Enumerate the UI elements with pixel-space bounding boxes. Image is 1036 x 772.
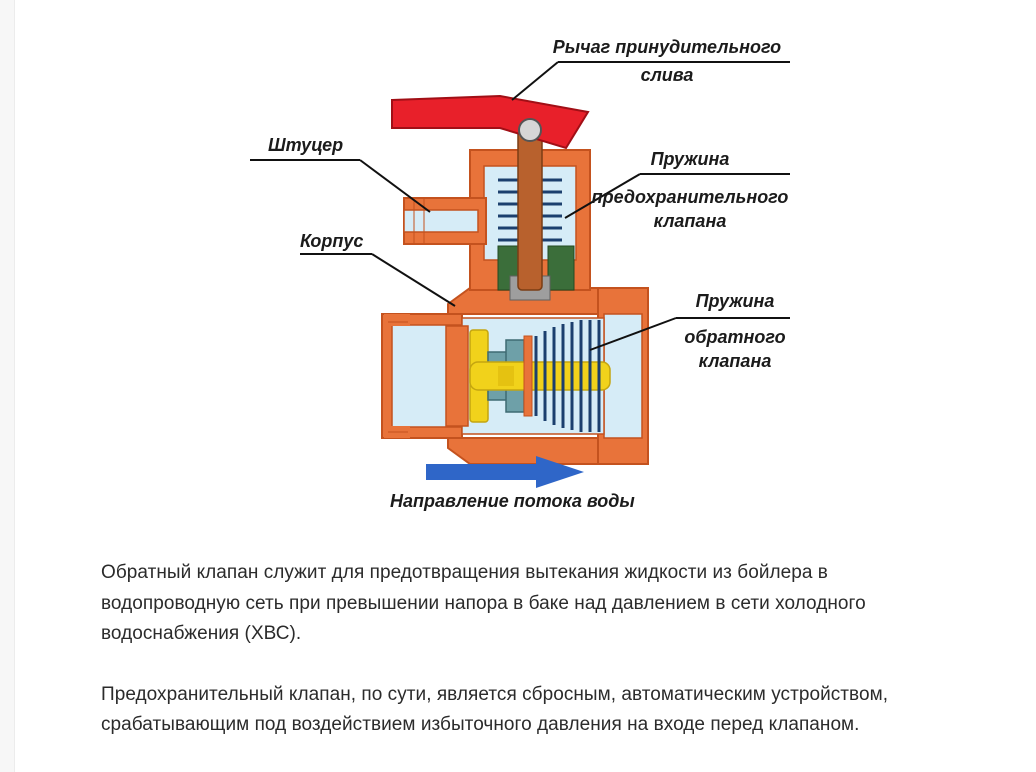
- valve-stem: [517, 127, 543, 291]
- lever-label: Рычаг принудительного слива: [542, 36, 792, 86]
- valve-diagram: Рычаг принудительного слива Штуцер Корпу…: [250, 36, 810, 511]
- check-valve-spring: [534, 320, 601, 432]
- leader-lines: [250, 61, 790, 351]
- check-spring-label-line1: Пружина: [695, 291, 775, 311]
- body-label: Корпус: [300, 231, 364, 251]
- check-spring-label-line2: обратного: [684, 327, 786, 347]
- lever-label-line2: слива: [640, 65, 694, 85]
- lever-label-line1: Рычаг принудительного: [552, 37, 782, 57]
- nipple-label: Штуцер: [268, 135, 344, 155]
- check-valve-poppet: [469, 329, 611, 423]
- valve-illustration: [250, 61, 790, 488]
- check-spring-label: Пружина обратного клапана: [660, 290, 810, 372]
- drain-lever: [391, 94, 590, 150]
- safety-spring-label-line2: предохранительного: [591, 187, 789, 207]
- flow-arrow: [426, 456, 584, 488]
- article-body: Обратный клапан служит для предотвращени…: [101, 558, 931, 771]
- safety-spring-label: Пружина предохранительного клапана: [580, 148, 800, 232]
- nipple-fitting: [403, 197, 487, 245]
- paragraph-safety-valve: Предохранительный клапан, по сути, являе…: [101, 683, 889, 736]
- check-spring-label-line3: клапана: [698, 351, 772, 371]
- safety-spring-label-line3: клапана: [653, 211, 727, 231]
- safety-spring-label-line1: Пружина: [650, 149, 730, 169]
- page-left-border: [0, 0, 15, 772]
- flow-direction-label: Направление потока воды: [390, 491, 635, 511]
- paragraph-check-valve: Обратный клапан служит для предотвращени…: [101, 562, 866, 644]
